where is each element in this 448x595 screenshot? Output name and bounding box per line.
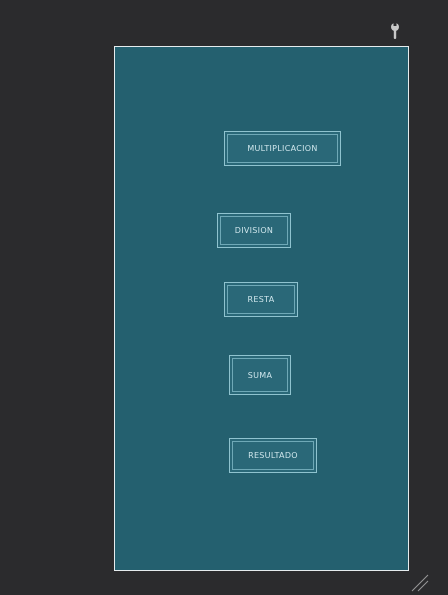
wrench-icon[interactable] [387, 22, 403, 40]
multiplicacion-button[interactable]: MULTIPLICACION [224, 131, 341, 166]
multiplicacion-button-label: MULTIPLICACION [247, 144, 318, 153]
suma-button[interactable]: SUMA [229, 355, 291, 395]
suma-button-label: SUMA [247, 370, 273, 380]
division-button-label: DIVISION [234, 226, 274, 235]
resta-button[interactable]: RESTA [224, 282, 298, 317]
division-button[interactable]: DIVISION [217, 213, 291, 248]
resultado-button[interactable]: RESULTADO [229, 438, 317, 473]
resultado-button-label: RESULTADO [248, 451, 298, 460]
resize-handle-icon[interactable] [410, 573, 430, 593]
resta-button-label: RESTA [247, 295, 275, 304]
device-preview-frame: MULTIPLICACION DIVISION RESTA SUMA RESUL… [114, 46, 409, 571]
